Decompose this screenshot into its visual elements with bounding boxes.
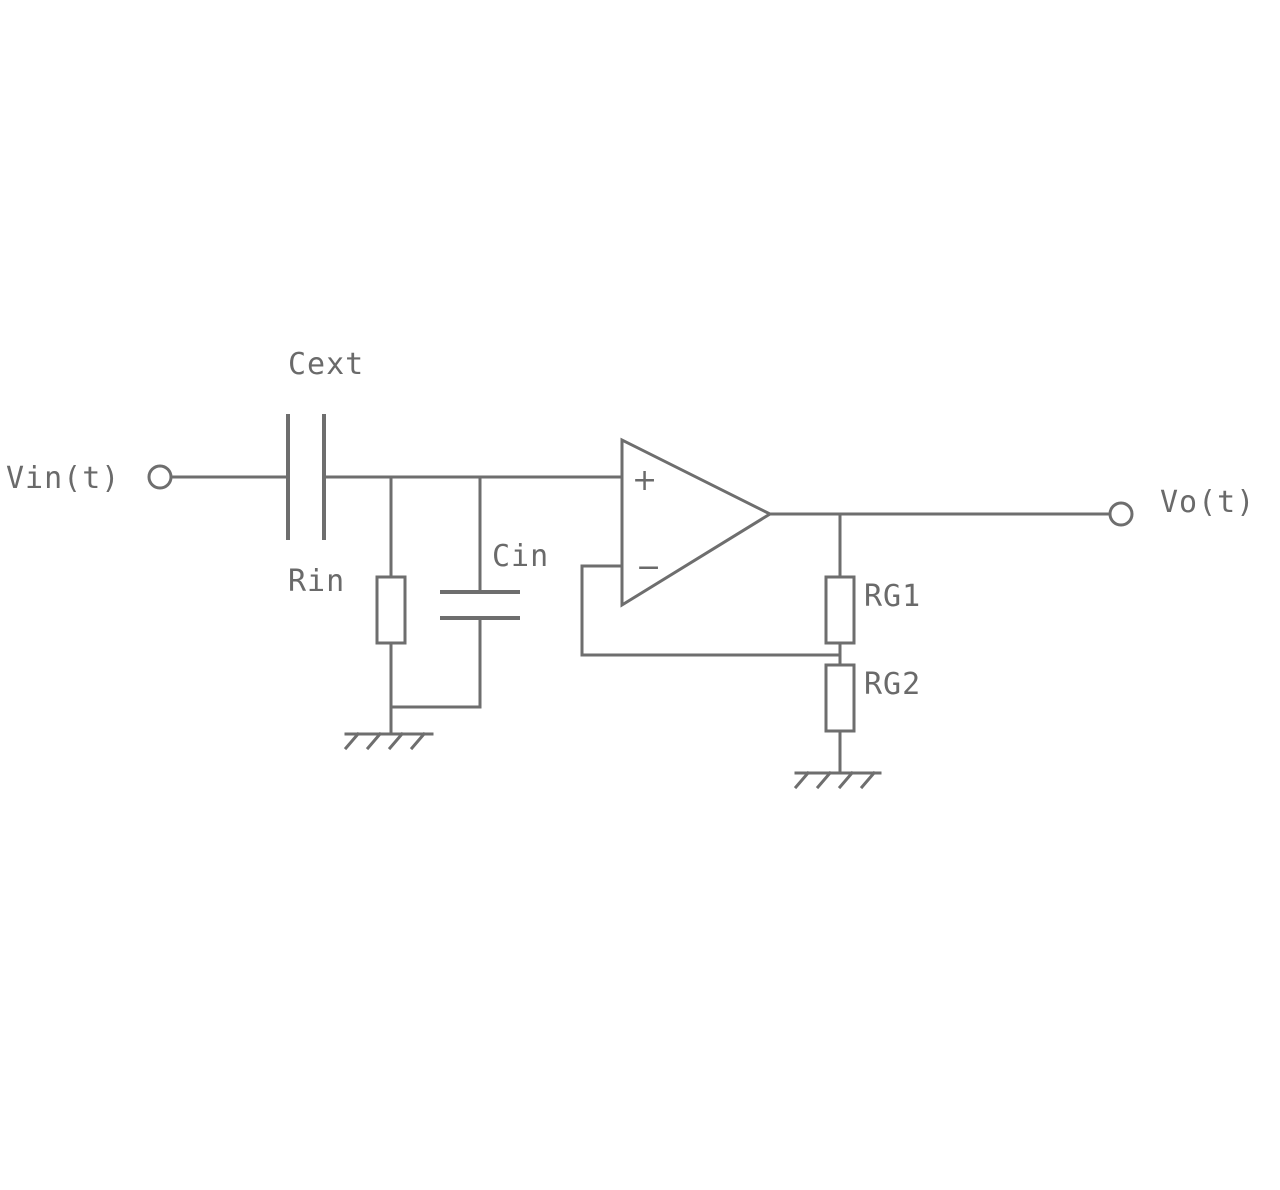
opamp-minus-sign: − [636,550,661,585]
cin-label: Cin [492,539,549,574]
output-terminal [1108,501,1134,527]
cin-capacitor [440,590,520,620]
rg2-resistor [824,663,856,733]
input-terminal [147,464,173,490]
ground-symbol-right [793,770,882,790]
rg1-label: RG1 [864,579,921,614]
rg2-label: RG2 [864,667,921,702]
rin-label: Rin [288,564,345,599]
vo-label: Vo(t) [1160,485,1255,520]
cext-label: Cext [288,347,364,382]
opamp-plus-sign: + [632,463,657,498]
vin-label: Vin(t) [6,461,120,496]
cext-capacitor [286,414,326,540]
opamp-triangle [620,437,774,608]
ground-symbol-left [343,731,434,751]
rin-resistor [375,575,407,645]
rg1-resistor [824,575,856,645]
